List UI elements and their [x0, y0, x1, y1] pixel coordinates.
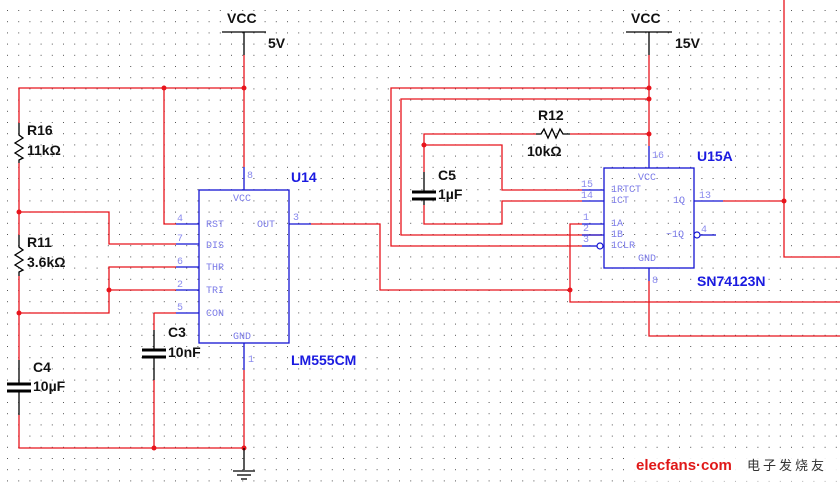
pin-label: 1RTCT	[611, 185, 641, 196]
r11-ref: R11	[27, 234, 52, 250]
pin-num: 2	[583, 224, 589, 235]
pin-num: 14	[581, 191, 593, 202]
ic-u14-lm555[interactable]: 8 VCC 4 RST 3 OUT 7 DIS 6 THR 2 TRI 5 CO…	[176, 167, 356, 370]
pin-num: 8	[652, 276, 658, 287]
junction	[151, 445, 157, 451]
pin-num: 1	[583, 213, 589, 224]
junction	[161, 85, 167, 91]
watermark-brand: elecfans·com	[636, 457, 732, 474]
pin-label: ~1Q	[666, 230, 684, 241]
vcc-value: 15V	[675, 35, 701, 51]
pin-label: TRI	[206, 286, 224, 297]
junction	[567, 287, 573, 293]
pin-num: 16	[652, 151, 664, 162]
pin-num: 3	[583, 235, 589, 246]
pin-label: 1Q	[673, 196, 685, 207]
resistor-r16[interactable]: R16 11kΩ	[13, 122, 61, 163]
pin-num: 15	[581, 180, 593, 191]
vcc-value: 5V	[268, 35, 286, 51]
pin-num: 7	[177, 234, 183, 245]
c4-ref: C4	[33, 359, 51, 375]
pin-label: VCC	[638, 173, 656, 184]
pin-num: 1	[248, 355, 254, 366]
pin-num: 3	[293, 213, 299, 224]
capacitor-c5[interactable]: C5 1µF	[412, 167, 463, 205]
junction	[646, 131, 652, 137]
pin-label: CON	[206, 309, 224, 320]
r12-ref: R12	[538, 107, 564, 123]
junction	[646, 85, 652, 91]
pin-num: 2	[177, 280, 183, 291]
r16-value: 11kΩ	[27, 142, 61, 158]
u15-ref: U15A	[697, 148, 733, 164]
vcc-label: VCC	[227, 10, 257, 26]
junction	[16, 310, 22, 316]
pin-label: DIS	[206, 241, 224, 252]
pin-label: GND	[233, 332, 251, 343]
junction	[106, 287, 112, 293]
watermark: elecfans·com 电子发烧友	[630, 449, 840, 481]
r12-value: 10kΩ	[527, 143, 562, 159]
pin-num: 6	[177, 257, 183, 268]
vcc-label: VCC	[631, 10, 661, 26]
c5-ref: C5	[438, 167, 456, 183]
c4-value: 10µF	[33, 378, 66, 394]
watermark-cn: 电子发烧友	[747, 458, 827, 474]
junction	[781, 198, 787, 204]
pin-num: 4	[701, 225, 707, 236]
junction	[646, 96, 652, 102]
pin-label: 1A	[611, 219, 623, 230]
junction	[16, 209, 22, 215]
pin-label: VCC	[233, 194, 251, 205]
capacitor-c4[interactable]: C4 10µF	[7, 359, 66, 415]
wires-74123	[390, 0, 840, 337]
u15-part: SN74123N	[697, 273, 766, 289]
junction	[241, 85, 247, 91]
r16-ref: R16	[27, 122, 53, 138]
vcc-5v-symbol[interactable]: VCC 5V	[222, 10, 286, 55]
pin-label: OUT	[257, 220, 275, 231]
c3-value: 10nF	[168, 344, 201, 360]
pin-label: RST	[206, 220, 224, 231]
wires-555	[18, 55, 570, 449]
pin-label: GND	[638, 254, 656, 265]
u14-part: LM555CM	[291, 352, 356, 368]
resistor-r12[interactable]: R12 10kΩ	[527, 107, 570, 159]
c5-value: 1µF	[438, 186, 463, 202]
pin-label: THR	[206, 263, 224, 274]
pin-label: 1CLR	[611, 241, 635, 252]
ic-u15a-sn74123[interactable]: 16 VCC 15 1RTCT 14 1CT 13 1Q 1 1A 2 1B 4…	[581, 146, 766, 289]
resistor-r11[interactable]: R11 3.6kΩ	[13, 234, 65, 276]
u14-ref: U14	[291, 169, 317, 185]
ground-symbol	[233, 448, 255, 480]
pin-label: 1B	[611, 230, 623, 241]
junction	[421, 142, 427, 148]
r11-value: 3.6kΩ	[27, 254, 65, 270]
pin-num: 13	[699, 191, 711, 202]
pin-num: 4	[177, 214, 183, 225]
c3-ref: C3	[168, 324, 186, 340]
pin-num: 5	[177, 303, 183, 314]
pin-num: 8	[247, 171, 253, 182]
capacitor-c3[interactable]: C3 10nF	[142, 324, 201, 380]
vcc-15v-symbol[interactable]: VCC 15V	[626, 10, 701, 55]
pin-label: 1CT	[611, 196, 629, 207]
